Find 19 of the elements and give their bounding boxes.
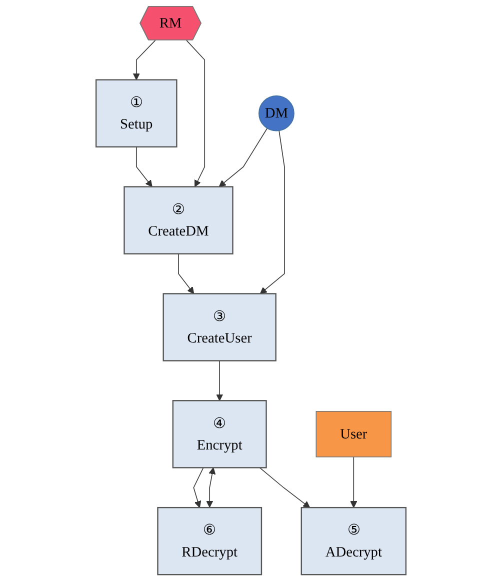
arrow: [350, 456, 358, 508]
node-circle: DM: [258, 95, 294, 132]
arrow: [206, 467, 216, 508]
node-box: ⑤ ADecrypt: [300, 506, 407, 576]
arrow: [136, 146, 152, 188]
node-box: ② CreateDM: [124, 186, 234, 254]
node-box: ④ Encrypt: [172, 400, 267, 468]
arrow: [259, 467, 310, 508]
arrow: [193, 467, 204, 508]
arrow: [260, 130, 285, 294]
arrow: [132, 40, 156, 80]
arrow: [186, 40, 206, 188]
node-box: ⑥ RDecrypt: [157, 506, 262, 576]
arrow: [178, 253, 194, 294]
arrow: [218, 128, 268, 188]
node-box: ③ CreateUser: [162, 293, 276, 362]
node-box: ① Setup: [95, 79, 178, 148]
arrow: [216, 360, 224, 401]
node-box: User: [316, 411, 392, 458]
